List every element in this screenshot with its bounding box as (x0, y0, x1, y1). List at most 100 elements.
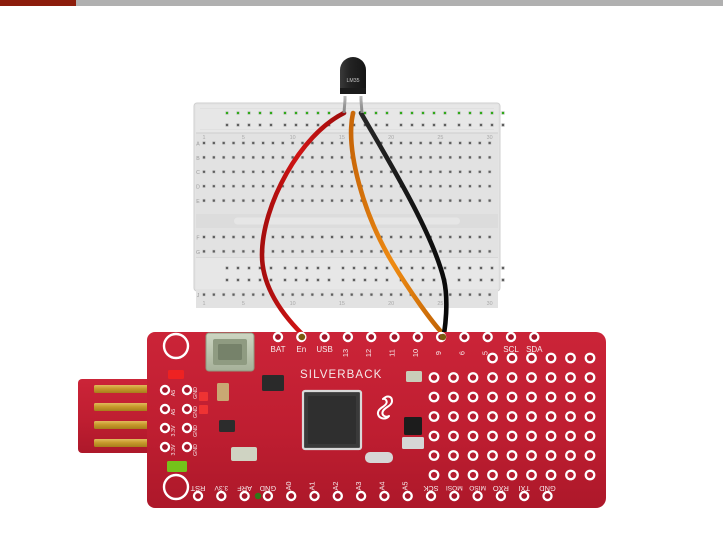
breadboard-hole[interactable] (379, 170, 383, 174)
rail-hole-top-positive[interactable] (258, 111, 262, 115)
rail-hole-top-positive[interactable] (457, 111, 461, 115)
rail-hole-top-positive[interactable] (316, 111, 320, 115)
breadboard-hole[interactable] (320, 155, 324, 160)
rail-hole-bottom-positive[interactable] (341, 266, 345, 270)
breadboard-hole[interactable] (290, 198, 295, 203)
rail-hole-top-positive[interactable] (247, 111, 251, 115)
breadboard-hole[interactable] (261, 155, 265, 160)
breadboard-hole[interactable] (281, 141, 285, 145)
rail-hole-bottom-positive[interactable] (490, 266, 494, 270)
proto-hole[interactable] (467, 372, 479, 383)
breadboard-hole[interactable] (212, 141, 216, 145)
rail-hole-bottom-negative[interactable] (305, 278, 309, 282)
breadboard-hole[interactable] (419, 155, 423, 160)
rail-hole-top-negative[interactable] (374, 123, 378, 127)
breadboard-hole[interactable] (399, 249, 403, 254)
rail-hole-top-negative[interactable] (385, 123, 389, 127)
proto-hole[interactable] (506, 391, 518, 403)
header-pad-3.3V[interactable] (216, 490, 227, 502)
proto-hole[interactable] (545, 391, 557, 403)
stub-pad-3.3V[interactable] (159, 422, 171, 434)
breadboard-hole[interactable] (251, 249, 255, 254)
header-pad-A4[interactable] (379, 490, 390, 502)
breadboard-hole[interactable] (340, 198, 344, 203)
breadboard-hole[interactable] (468, 155, 472, 160)
breadboard-hole[interactable] (359, 235, 364, 239)
breadboard-hole[interactable] (222, 198, 226, 203)
breadboard-hole[interactable] (340, 141, 344, 145)
breadboard-hole[interactable] (340, 184, 344, 188)
header-pad-10[interactable] (412, 331, 423, 343)
breadboard-hole[interactable] (261, 292, 265, 297)
breadboard-hole[interactable] (320, 141, 324, 145)
header-pad-13[interactable] (342, 331, 354, 343)
proto-hole[interactable] (448, 372, 459, 383)
header-pad-MOSI[interactable] (449, 490, 460, 502)
breadboard-hole[interactable] (310, 292, 315, 297)
rail-hole-bottom-positive[interactable] (501, 266, 505, 270)
breadboard-hole[interactable] (419, 184, 423, 188)
breadboard-hole[interactable] (487, 198, 492, 203)
rail-hole-bottom-positive[interactable] (421, 266, 425, 270)
breadboard-hole[interactable] (241, 170, 246, 174)
breadboard-hole[interactable] (340, 292, 344, 297)
breadboard-hole[interactable] (222, 141, 226, 145)
rail-hole-bottom-negative[interactable] (236, 278, 240, 282)
rail-hole-top-negative[interactable] (236, 123, 240, 127)
proto-hole[interactable] (487, 372, 498, 383)
breadboard-hole[interactable] (369, 170, 374, 174)
breadboard-hole[interactable] (212, 249, 216, 254)
breadboard-hole[interactable] (212, 198, 216, 203)
wire-red-vcc[interactable] (259, 110, 347, 337)
breadboard-hole[interactable] (340, 249, 344, 254)
breadboard-hole[interactable] (281, 198, 285, 203)
breadboard-hole[interactable] (251, 155, 255, 160)
breadboard-hole[interactable] (438, 292, 443, 297)
breadboard-hole[interactable] (458, 184, 462, 188)
breadboard-hole[interactable] (231, 170, 236, 174)
proto-hole[interactable] (565, 469, 576, 481)
breadboard-hole[interactable] (359, 170, 364, 174)
breadboard-hole[interactable] (202, 235, 206, 239)
rail-hole-bottom-negative[interactable] (490, 278, 494, 282)
stub-pad-GND[interactable] (181, 422, 193, 434)
breadboard-hole[interactable] (290, 235, 295, 239)
proto-hole[interactable] (428, 372, 440, 383)
header-pad-A0[interactable] (286, 490, 297, 502)
rail-hole-top-positive[interactable] (479, 111, 483, 115)
breadboard-hole[interactable] (251, 235, 255, 239)
breadboard-hole[interactable] (389, 198, 393, 203)
rail-hole-top-negative[interactable] (468, 123, 472, 127)
breadboard-hole[interactable] (487, 170, 492, 174)
breadboard-hole[interactable] (350, 184, 354, 188)
header-pad-A2[interactable] (332, 490, 343, 502)
breadboard-hole[interactable] (468, 170, 472, 174)
proto-hole[interactable] (448, 411, 459, 422)
proto-hole[interactable] (506, 372, 518, 383)
breadboard-hole[interactable] (409, 170, 413, 174)
header-pad-12[interactable] (366, 331, 377, 343)
proto-hole[interactable] (467, 391, 479, 403)
breadboard-hole[interactable] (458, 292, 462, 297)
breadboard-hole[interactable] (202, 292, 206, 297)
breadboard-hole[interactable] (202, 184, 206, 188)
proto-hole[interactable] (506, 469, 518, 481)
breadboard-hole[interactable] (212, 184, 216, 188)
rail-hole-top-negative[interactable] (410, 123, 414, 127)
rail-hole-top-positive[interactable] (225, 111, 229, 115)
rail-hole-top-positive[interactable] (490, 111, 494, 115)
breadboard-hole[interactable] (448, 170, 452, 174)
breadboard-hole[interactable] (320, 249, 324, 254)
rail-hole-bottom-positive[interactable] (305, 266, 309, 270)
header-pad-SDA[interactable] (529, 331, 540, 343)
rail-hole-bottom-negative[interactable] (374, 278, 378, 282)
breadboard-hole[interactable] (379, 249, 383, 254)
rail-hole-top-negative[interactable] (294, 123, 298, 127)
breadboard-hole[interactable] (478, 249, 482, 254)
rail-hole-top-positive[interactable] (236, 111, 240, 115)
breadboard-hole[interactable] (320, 292, 324, 297)
proto-hole[interactable] (584, 450, 596, 461)
proto-hole[interactable] (487, 391, 498, 403)
breadboard-hole[interactable] (409, 249, 413, 254)
rail-hole-top-positive[interactable] (294, 111, 298, 115)
